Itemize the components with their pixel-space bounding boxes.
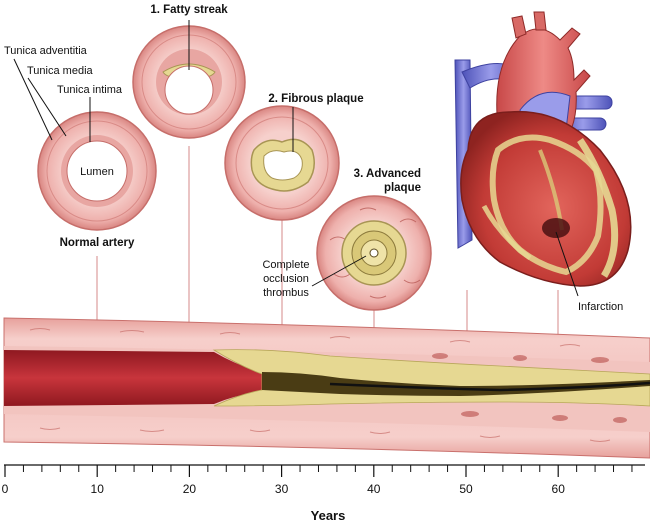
label-advanced-plaque-2: plaque bbox=[384, 182, 421, 194]
label-infarction: Infarction bbox=[578, 301, 623, 313]
leader-lines bbox=[13, 20, 579, 297]
tick-label: 60 bbox=[552, 482, 566, 496]
axis-title: Years bbox=[311, 508, 346, 523]
fibrous-plaque-cross-section bbox=[224, 105, 340, 221]
label-tunica-intima: Tunica intima bbox=[57, 84, 123, 96]
label-fibrous-plaque: 2. Fibrous plaque bbox=[268, 93, 363, 105]
label-tunica-media: Tunica media bbox=[27, 65, 94, 77]
label-lumen: Lumen bbox=[80, 166, 114, 178]
advanced-plaque-cross-section bbox=[316, 195, 432, 311]
years-axis: 0 10 20 30 40 50 60 Years bbox=[2, 464, 645, 523]
label-advanced-plaque-1: 3. Advanced bbox=[354, 168, 421, 180]
artery-longitudinal-section bbox=[3, 317, 650, 459]
heart-illustration bbox=[454, 11, 632, 287]
label-occlusion-3: thrombus bbox=[263, 287, 309, 299]
label-tunica-adventitia: Tunica adventitia bbox=[4, 45, 88, 57]
tick-label: 10 bbox=[91, 482, 105, 496]
label-normal-artery: Normal artery bbox=[60, 237, 135, 249]
tick-label: 50 bbox=[459, 482, 473, 496]
label-occlusion-1: Complete bbox=[262, 259, 309, 271]
label-fatty-streak: 1. Fatty streak bbox=[150, 4, 228, 16]
tick-label: 30 bbox=[275, 482, 289, 496]
axis-ticks: 0 10 20 30 40 50 60 bbox=[2, 465, 633, 496]
tick-label: 0 bbox=[2, 482, 9, 496]
label-occlusion-2: occlusion bbox=[263, 273, 309, 285]
tick-label: 20 bbox=[183, 482, 197, 496]
normal-artery-cross-section bbox=[37, 111, 157, 231]
tick-label: 40 bbox=[367, 482, 381, 496]
